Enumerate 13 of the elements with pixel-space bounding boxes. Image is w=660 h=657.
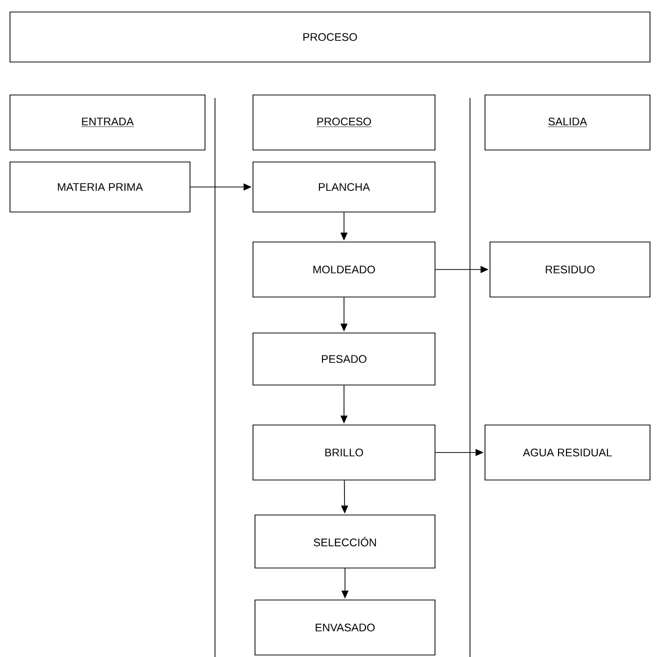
column-header-box: ENTRADA <box>10 94 206 150</box>
process-box: SELECCIÓN <box>254 514 436 568</box>
title-box: PROCESO <box>10 12 650 62</box>
process-box: PESADO <box>252 332 436 386</box>
process-box: PLANCHA <box>252 162 436 212</box>
process-box: MOLDEADO <box>252 242 436 298</box>
process-box: AGUA RESIDUAL <box>484 424 650 480</box>
process-box: BRILLO <box>252 424 436 480</box>
process-box: MATERIA PRIMA <box>10 162 190 212</box>
process-box: RESIDUO <box>490 242 650 298</box>
column-header-box: SALIDA <box>484 94 650 150</box>
column-header-box: PROCESO <box>252 94 436 150</box>
process-box: ENVASADO <box>254 600 436 656</box>
